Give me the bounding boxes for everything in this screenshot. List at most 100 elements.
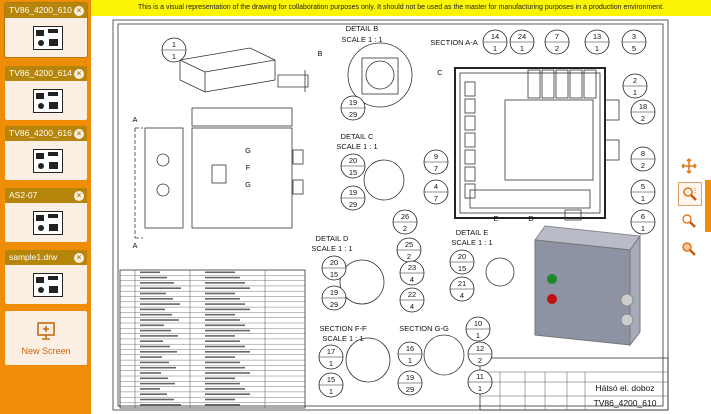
drawing-inner-border [117,23,664,407]
new-screen-button[interactable]: New Screen [5,311,87,365]
balloon-quantity: 1 [641,194,645,203]
screen-card[interactable]: TV86_4200_616× [5,126,87,180]
screen-card-header: TV86_4200_610× [5,3,87,18]
view-label: SCALE 1 : 1 [341,35,382,44]
balloon-quantity: 29 [349,200,357,209]
screen-card[interactable]: AS2-07× [5,188,87,242]
display-module [504,99,594,181]
balloon-quantity: 1 [493,44,497,53]
balloon-item-number: 1 [172,40,176,49]
balloon-quantity: 1 [478,384,482,393]
balloon-quantity: 1 [476,331,480,340]
balloon-item-number: 3 [632,32,636,41]
bom-text [140,329,171,332]
view-label: SECTION G-G [399,324,449,333]
balloon-quantity: 1 [641,224,645,233]
view-label: SCALE 1 : 1 [451,238,492,247]
terminal [464,149,476,165]
drawing-thumbnail [33,273,63,297]
screen-name: TV86_4200_616 [9,128,72,138]
front-view [191,127,293,229]
balloon-quantity: 1 [595,44,599,53]
balloon-item-number: 19 [349,188,357,197]
gland-detail [277,70,309,92]
view-label: SCALE 1 : 1 [336,142,377,151]
disclaimer-banner: This is a visual representation of the d… [91,0,711,16]
detail-circle [347,42,413,108]
bom-text [205,382,240,385]
close-icon[interactable]: × [74,128,84,139]
relay [527,69,541,99]
bom-text [140,388,160,390]
render-front [534,239,631,346]
bom-text [140,382,175,385]
screen-card[interactable]: TV86_4200_610× [5,3,87,57]
bom-text [205,313,235,316]
zoom-in-button[interactable] [678,238,700,260]
balloon-quantity: 4 [460,291,464,300]
balloon-item-number: 25 [405,240,413,249]
red-indicator [547,294,557,304]
bom-text [205,292,235,295]
detail-circle [339,259,385,305]
balloon-item-number: 20 [349,156,357,165]
drawing-number: TV86_4200_610 [594,398,657,408]
terminal [464,115,476,131]
bom-text [205,287,250,289]
close-icon[interactable]: × [74,5,84,16]
cutout [211,164,227,184]
bom-text [205,393,250,395]
section-aa-enclosure [454,67,606,219]
bom-text [205,340,240,342]
view-label: A [132,241,137,250]
view-label: G [245,180,251,189]
balloon-quantity: 2 [403,224,407,233]
detail-circle [363,159,405,201]
bom-text [140,282,174,284]
balloon-quantity: 15 [349,168,357,177]
bom-text [205,303,245,305]
bom-text [205,388,245,390]
view-label: DETAIL B [346,24,379,33]
screen-name: TV86_4200_614 [9,68,72,78]
section-line [134,127,143,239]
view-label: SCALE 1 : 1 [311,244,352,253]
drawing-thumbnail [33,149,63,173]
balloon-item-number: 14 [491,32,499,41]
balloon-item-number: 13 [593,32,601,41]
new-screen-label: New Screen [21,346,71,356]
view-label: C [437,68,443,77]
render-gland [620,313,634,327]
screen-card[interactable]: sample1.drw× [5,250,87,304]
balloon-quantity: 2 [641,161,645,170]
close-icon[interactable]: × [74,190,84,201]
screen-card-header: AS2-07× [5,188,87,203]
balloon-item-number: 19 [349,98,357,107]
pan-icon [681,158,697,174]
bom-text [205,372,250,374]
zoom-out-icon [682,214,696,228]
bom-text [140,351,177,353]
balloon-quantity: 1 [520,44,524,53]
bom-text [140,335,178,337]
bom-text [205,271,235,274]
balloon-item-number: 5 [641,182,645,191]
render-side [629,234,641,347]
balloon-quantity: 15 [458,264,466,273]
pan-button[interactable] [678,155,700,177]
drawing-border [112,19,669,411]
balloon-item-number: 24 [518,32,526,41]
detail-circle [485,257,515,287]
zoom-window-button[interactable] [678,182,702,206]
bom-text [140,313,172,316]
zoom-out-button[interactable] [678,210,700,232]
screen-card[interactable]: TV86_4200_614× [5,66,87,120]
tools-panel-tab[interactable] [705,180,711,232]
close-icon[interactable]: × [74,252,84,263]
zoom-window-icon [683,187,697,201]
balloon-item-number: 18 [639,102,647,111]
balloon-item-number: 9 [434,152,438,161]
balloon-quantity: 2 [407,252,411,261]
close-icon[interactable]: × [74,68,84,79]
